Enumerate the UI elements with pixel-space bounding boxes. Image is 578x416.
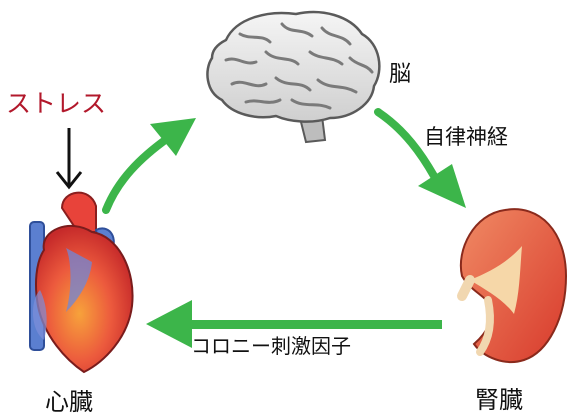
kidney-label: 腎臓	[475, 386, 523, 414]
autonomic-nerve-label: 自律神経	[424, 125, 508, 149]
kidney-icon	[457, 208, 568, 363]
down-arrow-icon	[55, 128, 83, 190]
brain-icon	[206, 10, 381, 144]
arrow-brain-to-kidney	[374, 108, 466, 208]
heart-label: 心臓	[45, 388, 93, 416]
stress-label: ストレス	[6, 89, 107, 118]
brain-label: 脳	[389, 62, 412, 87]
arrow-heart-to-brain	[102, 118, 196, 214]
arrow-kidney-to-heart	[146, 300, 442, 348]
heart-icon	[29, 191, 134, 374]
colony-stimulating-factor-label: コロニー刺激因子	[191, 334, 351, 358]
